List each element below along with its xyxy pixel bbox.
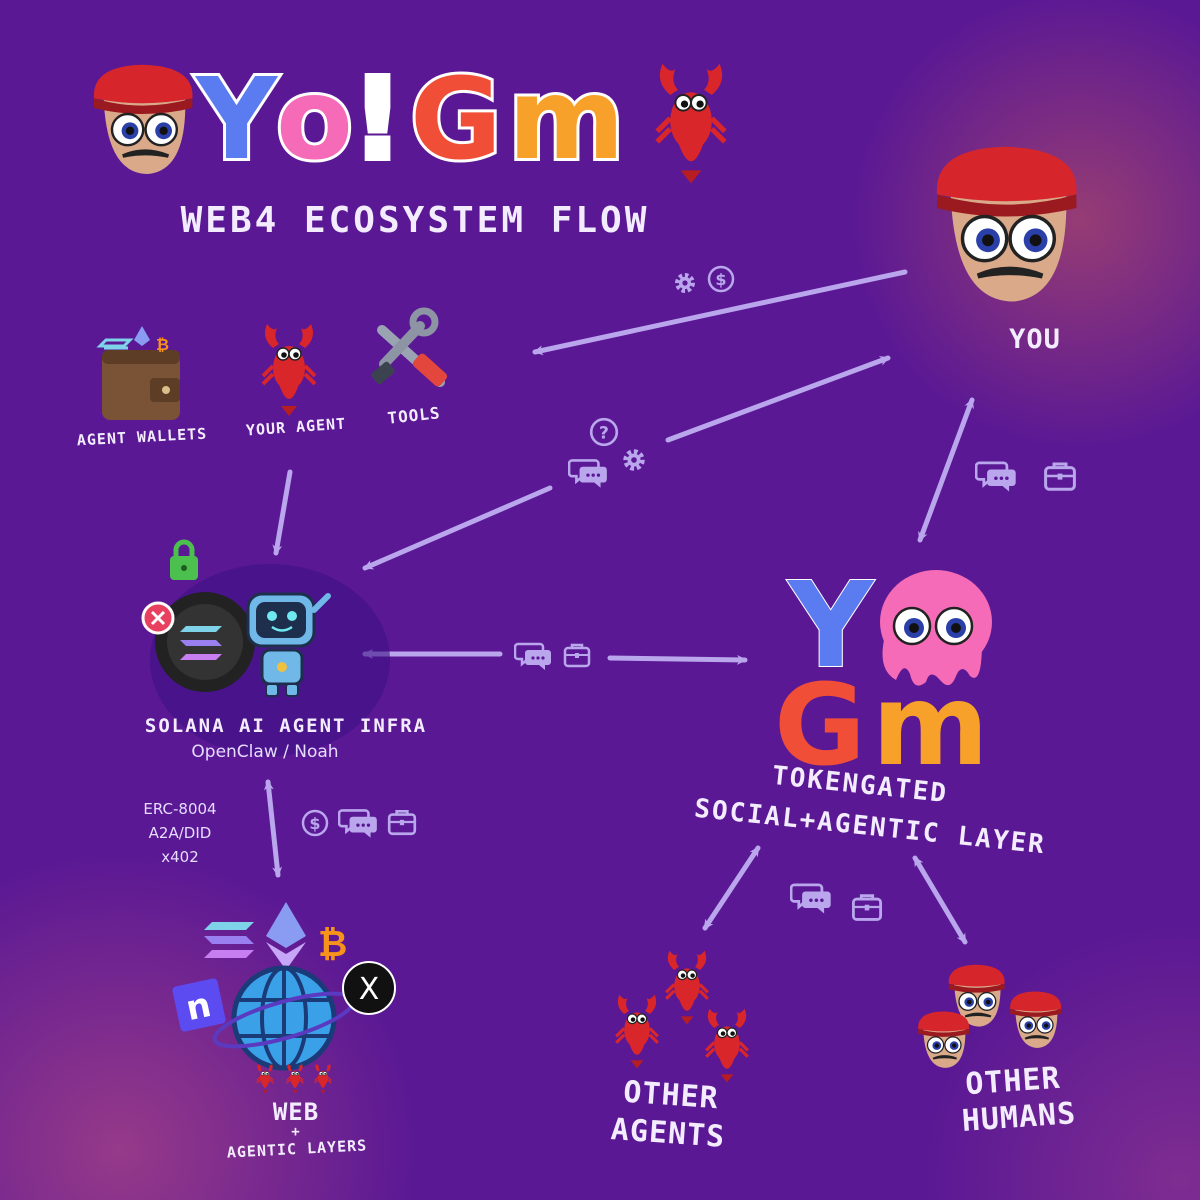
arrow-to-infra (362, 485, 553, 571)
protocol-x402: x402 (161, 848, 199, 866)
arrow-yogm-agents (702, 845, 761, 931)
briefcase-icon (1044, 462, 1076, 491)
gear-icon (677, 275, 693, 291)
wallet-icon: ₿ (96, 326, 180, 420)
protocol-a2a-did: A2A/DID (148, 824, 212, 842)
briefcase-icon (387, 809, 417, 836)
yogm-letter-m: m (872, 661, 989, 791)
chat-icon (514, 642, 553, 670)
globe-icon (212, 965, 356, 1071)
lobster-icon (313, 1063, 333, 1094)
other-agents-graphic (614, 949, 750, 1084)
lobster-icon (664, 949, 710, 1026)
human-face-icon (1009, 990, 1063, 1049)
logo-n-icon (172, 978, 226, 1032)
arrow-agent-to-infra (272, 469, 293, 556)
logo-letter-g: G (410, 55, 502, 185)
protocol-erc8004: ERC-8004 (143, 800, 217, 818)
x-icon (342, 961, 396, 1015)
chat-icon (975, 461, 1018, 492)
yogm-letter-g: G (774, 661, 866, 791)
logo-letter-m: m (508, 55, 625, 185)
octopus-icon (880, 570, 992, 686)
briefcase-icon (851, 894, 883, 921)
logo-letter-exclaim: ! (352, 55, 403, 185)
human-face-icon (917, 1010, 971, 1069)
dollar-icon (707, 265, 735, 293)
question-icon (589, 417, 619, 447)
arrow-infra-web (263, 779, 283, 878)
web-label: WEB (272, 1098, 320, 1126)
yogm-letter-y: Y (786, 556, 875, 694)
arrow-infra-right (607, 654, 748, 665)
lobster-icon (704, 1007, 750, 1084)
wrench-icon (371, 307, 448, 387)
mascot-face-icon (92, 63, 195, 176)
robot-icon (246, 592, 331, 697)
arrow-you-yogm (917, 397, 975, 543)
logo-letter-o: o (276, 55, 353, 185)
your-agent-lobster-icon (263, 324, 315, 416)
arrow-yogm-humans (912, 855, 968, 945)
chat-icon (568, 459, 609, 488)
web-graphic: ₿ n X (172, 902, 396, 1094)
svg-text:₿: ₿ (156, 335, 169, 354)
svg-text:X: X (359, 972, 380, 1007)
lobster-icon (614, 993, 660, 1070)
logo-letter-y: Y (194, 55, 279, 185)
web-plus-label: + (291, 1124, 301, 1140)
chat-icon (790, 883, 833, 914)
subtitle: WEB4 ECOSYSTEM FLOW (180, 200, 650, 241)
other-humans-graphic (917, 963, 1063, 1069)
briefcase-icon (563, 643, 591, 668)
solana-infra-sublabel: OpenClaw / Noah (191, 742, 339, 762)
lobster-icon (657, 64, 725, 184)
chat-icon (338, 809, 379, 838)
you-label: YOU (1009, 324, 1061, 355)
arrow-infra-to-you (665, 355, 891, 443)
yogm-logo: Y G m (774, 555, 992, 791)
bitcoin-icon: ₿ (318, 924, 347, 965)
solana-infra-graphic (141, 539, 390, 756)
arrow-you-to-agent (532, 269, 908, 356)
solana-infra-label: SOLANA AI AGENT INFRA (144, 715, 428, 737)
dollar-icon (301, 809, 329, 837)
header-logo: Y o ! G m (92, 52, 725, 188)
flow-arrows (263, 269, 975, 945)
you-mascot-icon (937, 147, 1077, 302)
solana-icon (180, 626, 222, 660)
ethereum-icon (266, 902, 306, 970)
solana-icon (204, 922, 254, 958)
lobster-icon (255, 1063, 275, 1094)
gear-icon (626, 452, 643, 469)
